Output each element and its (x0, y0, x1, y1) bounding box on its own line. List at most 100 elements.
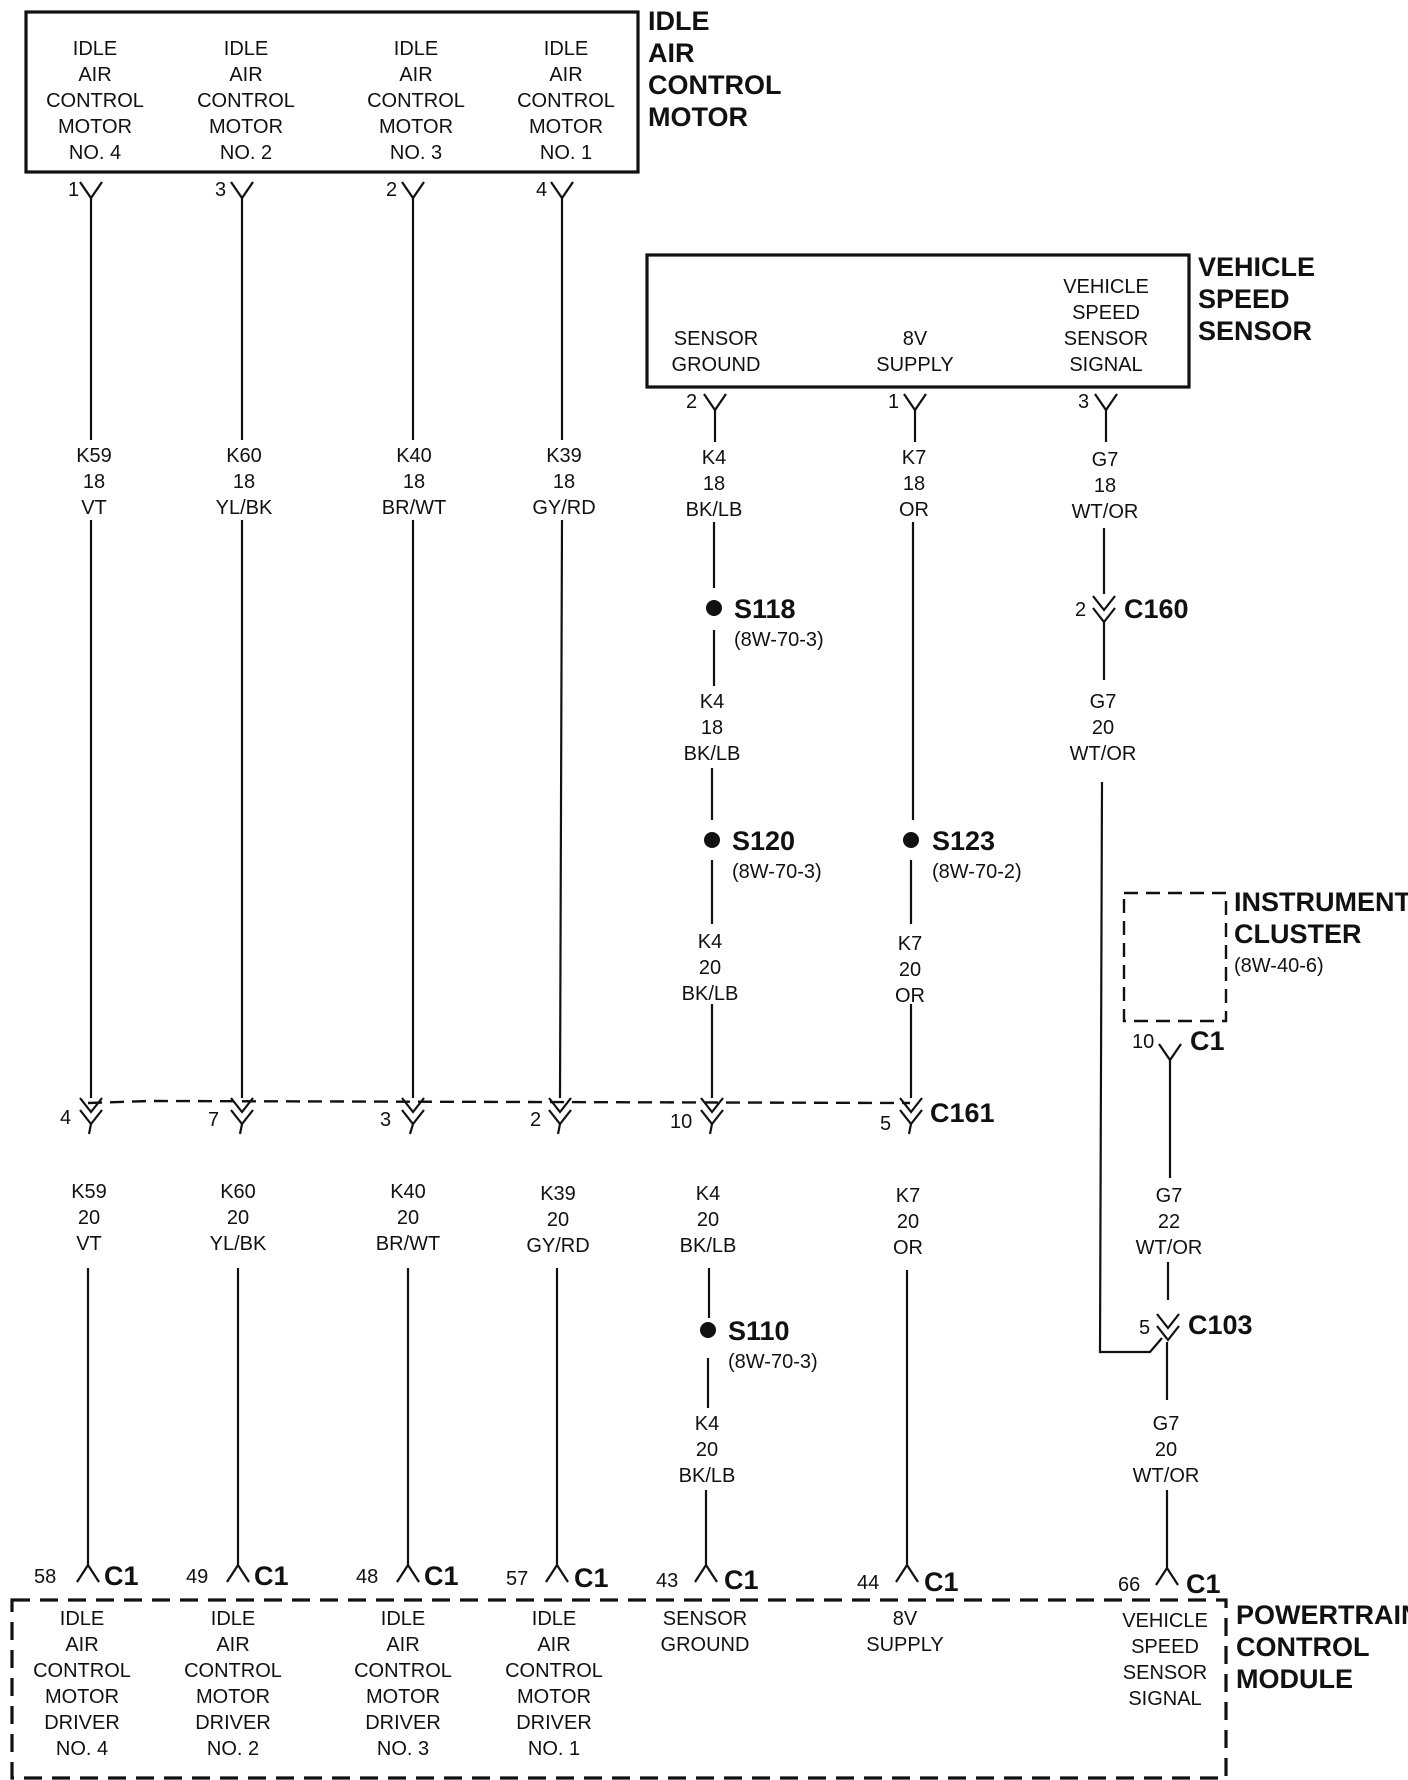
pin-number: 49 (186, 1566, 208, 1588)
pcm-c1-label: C1 (724, 1565, 759, 1595)
pcm-pin-label: MOTOR (517, 1686, 591, 1708)
c161-symbol (230, 1097, 254, 1135)
wire-label: 20 (897, 1211, 919, 1233)
wire-g7 (1098, 781, 1163, 1354)
wire-label: GY/RD (526, 1235, 589, 1257)
iac-pin-label: CONTROL (46, 90, 144, 112)
pcm-pin-label: SENSOR (1123, 1662, 1207, 1684)
pcm-title-1: POWERTRAIN (1236, 1600, 1408, 1630)
pcm-pin-label: SUPPLY (866, 1634, 943, 1656)
pcm-pin-label: MOTOR (366, 1686, 440, 1708)
wire-label: BK/LB (682, 983, 739, 1005)
c103-label: C103 (1188, 1310, 1253, 1340)
wire-label: K60 (226, 445, 262, 467)
iac-pin-label: AIR (229, 64, 262, 86)
wire-label: G7 (1153, 1413, 1180, 1435)
wire-label: GY/RD (532, 497, 595, 519)
pcm-pin-label: VEHICLE (1122, 1610, 1208, 1632)
wire-label: BK/LB (679, 1465, 736, 1487)
wire-label: WT/OR (1133, 1465, 1200, 1487)
iac-pin-label: IDLE (544, 38, 588, 60)
c161-connector-outline (87, 1099, 911, 1105)
iac-pin-label: NO. 4 (69, 142, 121, 164)
c103-symbol (1156, 1313, 1180, 1342)
wire-label: 20 (397, 1207, 419, 1229)
pcm-pin-label: IDLE (532, 1608, 576, 1630)
pin-number: 5 (1139, 1317, 1150, 1339)
wire-label: K4 (695, 1413, 719, 1435)
wire-label: BK/LB (686, 499, 743, 521)
pcm-c1-pin-symbol (895, 1562, 919, 1583)
connector-pin-symbol (550, 181, 574, 200)
pin-number: 4 (536, 179, 547, 201)
iac-pin-label: CONTROL (197, 90, 295, 112)
cluster-title-2: CLUSTER (1234, 919, 1362, 949)
vss-pin-label: SUPPLY (876, 354, 953, 376)
pcm-pin-label: NO. 3 (377, 1738, 429, 1760)
pin-number: 66 (1118, 1574, 1140, 1596)
pcm-pin-label: AIR (386, 1634, 419, 1656)
wire-label: K7 (898, 933, 922, 955)
pcm-pin-label: DRIVER (365, 1712, 441, 1734)
pcm-pin-label: GROUND (661, 1634, 750, 1656)
iac-motor-title-1: IDLE (648, 6, 710, 36)
iac-pin-label: MOTOR (529, 116, 603, 138)
pcm-pin-label: MOTOR (196, 1686, 270, 1708)
pin-number: 10 (670, 1111, 692, 1133)
pcm-c1-pin-symbol (396, 1562, 420, 1583)
pin-number: 1 (888, 391, 899, 413)
cluster-c1-label: C1 (1190, 1026, 1225, 1056)
c161-symbol (899, 1097, 923, 1135)
s120-label: S120 (732, 826, 795, 856)
cluster-ref: (8W-40-6) (1234, 955, 1324, 977)
vss-pin-label: VEHICLE (1063, 276, 1149, 298)
pcm-c1-label: C1 (424, 1561, 459, 1591)
wire-label: BR/WT (376, 1233, 440, 1255)
connector-pin-symbol (1094, 393, 1118, 412)
pcm-pin-label: SIGNAL (1128, 1688, 1201, 1710)
pcm-pin-label: IDLE (211, 1608, 255, 1630)
pcm-pin-label: DRIVER (195, 1712, 271, 1734)
pin-number: 3 (215, 179, 226, 201)
wire-label: BR/WT (382, 497, 446, 519)
pin-number: 57 (506, 1568, 528, 1590)
connector-names: C160 C1 C161 C103 C1 C1 C1 C1 C1 C1 C1 (104, 594, 1253, 1599)
vss-title-2: SPEED (1198, 284, 1290, 314)
wire-label: 20 (1155, 1439, 1177, 1461)
wire-label: G7 (1092, 449, 1119, 471)
wire-label: 18 (83, 471, 105, 493)
iac-pin-label: IDLE (73, 38, 117, 60)
splice-dot (700, 1322, 716, 1338)
pcm-pin-label: IDLE (60, 1608, 104, 1630)
pin-number: 3 (1078, 391, 1089, 413)
wire-label: 18 (703, 473, 725, 495)
c160-symbol (1092, 595, 1116, 638)
pin-numbers: 1 3 2 4 2 1 3 2 10 4 7 3 2 10 5 5 58 49 … (34, 179, 1154, 1596)
s118-ref: (8W-70-3) (734, 629, 824, 651)
cluster-c1-symbol (1158, 1043, 1182, 1062)
wire-label: YL/BK (216, 497, 273, 519)
pcm-c1-pin-symbol (226, 1562, 250, 1583)
s123-label: S123 (932, 826, 995, 856)
wire-label: 20 (227, 1207, 249, 1229)
iac-pin-label: CONTROL (367, 90, 465, 112)
pin-number: 4 (60, 1107, 71, 1129)
pcm-title-3: MODULE (1236, 1664, 1353, 1694)
pin-number: 3 (380, 1109, 391, 1131)
cluster-title-1: INSTRUMENT (1234, 887, 1408, 917)
s118-label: S118 (734, 594, 796, 624)
splices: S118 (8W-70-3) S120 (8W-70-3) S123 (8W-7… (700, 594, 1022, 1373)
vss-pin-label: SENSOR (1064, 328, 1148, 350)
iac-pin-label: IDLE (224, 38, 268, 60)
wire-k39 (558, 519, 564, 1099)
instrument-cluster-box (1122, 891, 1228, 1023)
wire-label: 18 (403, 471, 425, 493)
wire-label: K4 (700, 691, 724, 713)
iac-pin-label: MOTOR (209, 116, 283, 138)
iac-pin-label: IDLE (394, 38, 438, 60)
wire-label: 20 (696, 1439, 718, 1461)
pcm-pin-label: MOTOR (45, 1686, 119, 1708)
pin-number: 2 (686, 391, 697, 413)
wire-label: 20 (697, 1209, 719, 1231)
pin-number: 10 (1132, 1031, 1154, 1053)
